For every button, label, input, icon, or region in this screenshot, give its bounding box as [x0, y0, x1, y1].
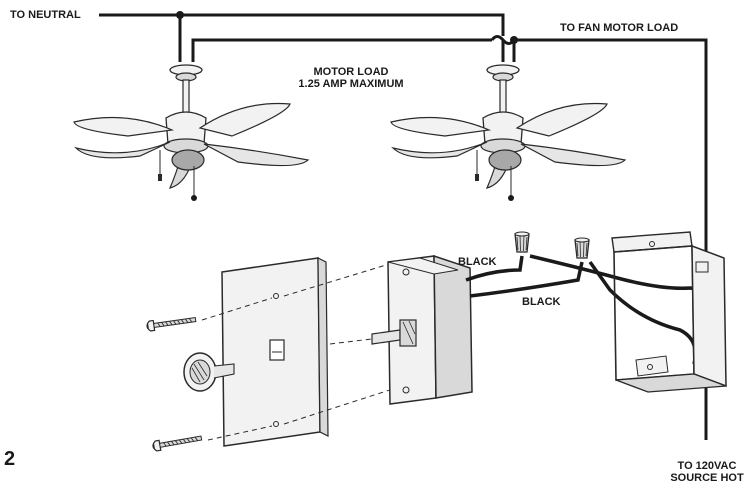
alignment-lines: [201, 261, 397, 441]
ceiling-fan-icon: [73, 64, 309, 202]
knob-icon: [183, 352, 235, 392]
wire-nut-icon: [514, 231, 530, 253]
ceiling-fan-icon: [390, 64, 626, 202]
wire-nut-icon: [574, 237, 590, 259]
black-wire-label-upper: BLACK: [458, 256, 497, 268]
dimmer-switch: [371, 254, 473, 405]
source-line2: SOURCE HOT: [670, 472, 744, 484]
to-neutral-label: TO NEUTRAL: [10, 9, 81, 21]
wall-plate: [221, 257, 329, 447]
source-line1: TO 120VAC: [677, 460, 737, 472]
motor-load-line2: 1.25 AMP MAXIMUM: [298, 78, 404, 90]
to-fan-motor-load-label: TO FAN MOTOR LOAD: [560, 22, 679, 34]
screw-icon: [145, 314, 197, 332]
black-wire-label-lower: BLACK: [522, 296, 561, 308]
dimmer-leads: [465, 255, 584, 298]
source-hot-label: TO 120VAC SOURCE HOT: [664, 460, 750, 484]
motor-load-line1: MOTOR LOAD: [313, 66, 389, 78]
neutral-wire: [99, 11, 505, 62]
junction-box-icon: [611, 231, 727, 393]
screw-icon: [151, 432, 203, 453]
page-number: 2: [4, 448, 16, 470]
motor-load-label: MOTOR LOAD 1.25 AMP MAXIMUM: [276, 66, 426, 90]
